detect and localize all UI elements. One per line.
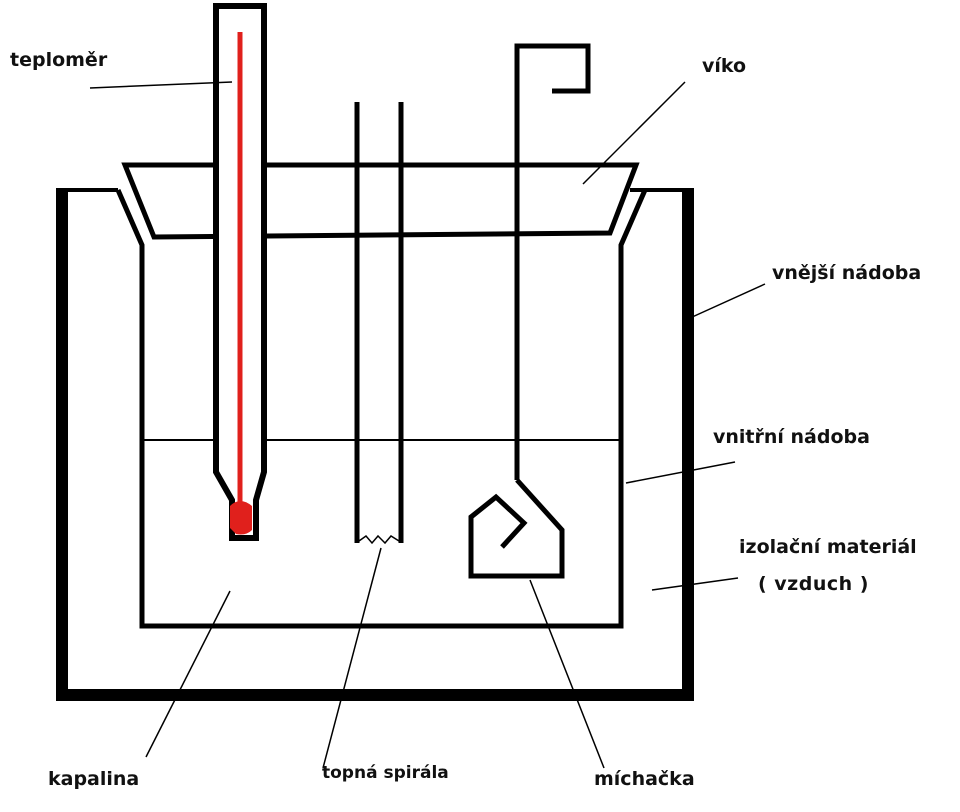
leader-line-thermometer: [89, 81, 233, 89]
label-heating-coil: topná spirála: [322, 763, 449, 783]
stirrer-paddle: [468, 478, 565, 579]
label-insulation: izolační materiál: [739, 536, 917, 558]
stirrer-handle: [514, 43, 591, 480]
inner-vessel: [115, 189, 648, 629]
thermometer: [213, 3, 267, 541]
outer-vessel: [56, 188, 694, 701]
label-liquid: kapalina: [48, 768, 140, 790]
outer-vessel-outline: [56, 190, 694, 701]
label-insulation-air: ( vzduch ): [758, 573, 869, 595]
label-stirrer: míchačka: [594, 768, 695, 790]
leader-line-outer-vessel: [689, 283, 766, 319]
leader-line-inner-vessel: [625, 461, 736, 484]
thermometer-mercury-bulb: [230, 501, 252, 535]
lid: [121, 162, 640, 240]
stirrer: [468, 43, 591, 579]
label-thermometer: teploměr: [10, 49, 108, 71]
label-lid: víko: [702, 55, 747, 77]
leader-line-lid: [582, 81, 686, 185]
leader-lines: [89, 81, 766, 769]
leader-line-stirrer: [529, 579, 605, 769]
heating-coil-zigzag: [358, 534, 400, 545]
inner-vessel-outline: [115, 189, 648, 629]
heating-coil: [354, 102, 404, 545]
leader-line-liquid: [145, 590, 231, 758]
leader-line-insulation: [651, 577, 739, 591]
leader-line-heating-coil: [322, 547, 382, 769]
label-inner-vessel: vnitřní nádoba: [713, 426, 870, 448]
lid-outline: [121, 162, 640, 240]
label-outer-vessel: vnější nádoba: [772, 262, 922, 284]
